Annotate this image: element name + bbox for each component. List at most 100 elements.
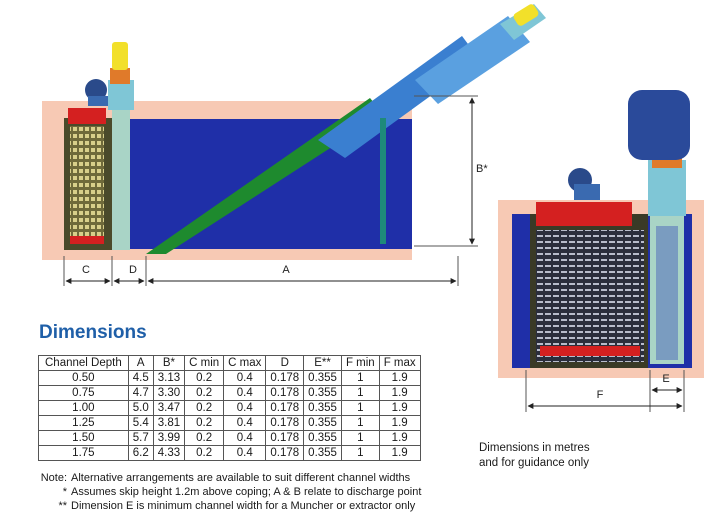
table-cell: 1 — [340, 385, 380, 401]
table-cell: 0.355 — [303, 400, 342, 416]
side-view — [42, 4, 546, 260]
dimensions-heading: Dimensions — [39, 322, 147, 343]
col-header: B* — [152, 355, 186, 371]
table-cell: 1 — [340, 400, 380, 416]
table-cell: 5.7 — [127, 430, 154, 446]
table-cell: 0.2 — [184, 445, 225, 461]
table-cell: 0.178 — [265, 445, 305, 461]
col-header: D — [265, 355, 305, 371]
table-cell: 1 — [340, 415, 380, 431]
table-cell: 0.355 — [303, 385, 342, 401]
table-cell: 0.4 — [223, 370, 267, 386]
table-cell: 5.0 — [127, 400, 154, 416]
table-cell: 4.33 — [152, 445, 186, 461]
extractor-drive — [108, 80, 134, 110]
table-cell: 0.2 — [184, 430, 225, 446]
guidance-line: and for guidance only — [479, 457, 589, 469]
footnote-star: * Assumes skip height 1.2m above coping;… — [38, 485, 508, 499]
col-header: E** — [303, 355, 342, 371]
table-cell: 3.13 — [152, 370, 186, 386]
table-cell: 1.00 — [38, 400, 129, 416]
muncher-bottom-cap — [70, 236, 104, 244]
table-cell: 0.4 — [223, 385, 267, 401]
table-cell: 3.99 — [152, 430, 186, 446]
front-conveyor-body — [628, 90, 690, 160]
footnote-mark: * — [62, 486, 67, 498]
table-cell: 1.9 — [378, 400, 421, 416]
footnotes: Note: Alternative arrangements are avail… — [38, 471, 508, 513]
table-cell: 1.50 — [38, 430, 129, 446]
muncher-screen — [70, 126, 104, 238]
col-header: F min — [340, 355, 380, 371]
table-cell: 1.9 — [378, 385, 421, 401]
table-cell: 0.2 — [184, 370, 225, 386]
side-view-dimensions: C D A B* — [63, 95, 488, 286]
dimensions-table: Channel Depth A B* C min C max D E** F m… — [38, 355, 421, 461]
front-muncher-top — [536, 202, 632, 226]
footnote-double-star: ** Dimension E is minimum channel width … — [38, 499, 508, 513]
table-cell: 1 — [340, 430, 380, 446]
table-cell: 4.7 — [127, 385, 154, 401]
table-cell: 1 — [340, 370, 380, 386]
note-label: Note: — [40, 472, 67, 484]
table-cell: 6.2 — [127, 445, 154, 461]
table-cell: 0.75 — [38, 385, 129, 401]
table-cell: 0.355 — [303, 370, 342, 386]
guidance-line: Dimensions in metres — [479, 442, 590, 454]
table-cell: 5.4 — [127, 415, 154, 431]
front-muncher-bottom — [540, 346, 640, 356]
muncher-motor — [85, 79, 107, 101]
table-cell: 0.178 — [265, 400, 305, 416]
dim-label-c: C — [82, 264, 90, 276]
table-cell: 0.355 — [303, 430, 342, 446]
table-cell: 0.4 — [223, 415, 267, 431]
footnote-text: Assumes skip height 1.2m above coping; A… — [71, 486, 422, 498]
table-cell: 1.75 — [38, 445, 129, 461]
col-header: C min — [184, 355, 225, 371]
table-cell: 0.50 — [38, 370, 129, 386]
front-view — [498, 90, 704, 378]
table-cell: 0.2 — [184, 385, 225, 401]
footnote-text: Dimension E is minimum channel width for… — [71, 500, 416, 512]
extractor-motor — [112, 42, 128, 70]
front-extractor-drive — [648, 160, 686, 216]
table-cell: 0.178 — [265, 430, 305, 446]
table-cell: 3.81 — [152, 415, 186, 431]
footnote-mark: ** — [58, 500, 67, 512]
front-cutter-stack — [536, 230, 644, 362]
table-cell: 0.2 — [184, 415, 225, 431]
dim-label-b: B* — [476, 163, 488, 175]
table-cell: 0.4 — [223, 445, 267, 461]
table-cell: 0.4 — [223, 400, 267, 416]
note-text: Alternative arrangements are available t… — [71, 472, 411, 484]
extractor-gearbox — [110, 68, 130, 84]
front-extractor-screen — [656, 226, 678, 360]
conveyor-discharge-cap — [513, 4, 539, 26]
muncher-motor-base — [88, 96, 108, 106]
dim-label-e: E — [662, 373, 669, 385]
table-cell: 3.47 — [152, 400, 186, 416]
note-row: Note: Alternative arrangements are avail… — [38, 471, 508, 485]
extractor-column — [112, 110, 130, 250]
dim-label-f: F — [597, 389, 604, 401]
table-cell: 1.9 — [378, 415, 421, 431]
table-cell: 1.25 — [38, 415, 129, 431]
table-cell: 3.30 — [152, 385, 186, 401]
conveyor-drive-housing — [415, 16, 530, 104]
front-motor-base — [574, 184, 600, 200]
col-header: F max — [378, 355, 421, 371]
table-cell: 0.355 — [303, 445, 342, 461]
col-header: Channel Depth — [38, 355, 129, 371]
front-view-dimensions: E F — [525, 370, 685, 412]
table-cell: 0.355 — [303, 415, 342, 431]
table-header-row: Channel Depth A B* C min C max D E** F m… — [38, 355, 421, 371]
muncher-top-cap — [68, 108, 106, 124]
table-cell: 1.9 — [378, 430, 421, 446]
table-cell: 1 — [340, 445, 380, 461]
table-cell: 0.4 — [223, 430, 267, 446]
